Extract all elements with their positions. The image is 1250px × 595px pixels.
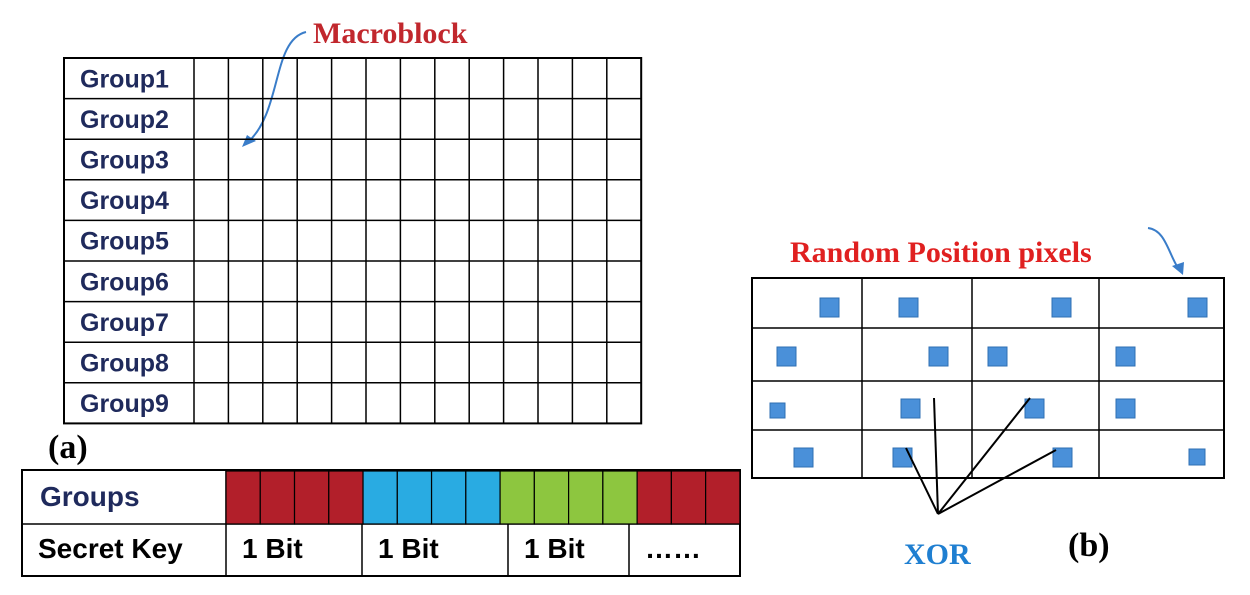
random-pixel: [1051, 297, 1072, 318]
panel-a-caption: (a): [48, 429, 88, 466]
key-cells: 1 Bit 1 Bit 1 Bit ……: [242, 524, 701, 576]
random-pixel: [898, 297, 919, 318]
group-color-cell: [465, 470, 501, 525]
group-color-cell: [362, 470, 398, 525]
group-row-label: Group3: [80, 147, 169, 175]
random-position-arrowhead: [1172, 262, 1184, 275]
random-pixel: [1188, 448, 1206, 466]
random-pixel: [1052, 447, 1073, 468]
group-grid: Group1Group2Group3Group4Group5Group6Grou…: [63, 57, 643, 425]
group-color-cell: [499, 470, 535, 525]
group-color-cells: [225, 470, 741, 525]
xor-line: [937, 449, 1057, 515]
group-row-label: Group4: [80, 187, 169, 215]
key-cell-label: 1 Bit: [524, 533, 585, 564]
panel-b-caption: (b): [1068, 527, 1110, 564]
random-pixel: [1115, 398, 1136, 419]
macroblock-label: Macroblock: [313, 17, 468, 50]
group-row-label: Group2: [80, 106, 169, 134]
random-pixel: [892, 447, 913, 468]
group-color-cell: [293, 470, 330, 525]
group-row-label: Group1: [80, 65, 169, 93]
xor-line: [905, 447, 939, 515]
random-pixel: [769, 402, 786, 419]
xor-lines: [905, 397, 1057, 515]
random-pixel: [900, 398, 921, 419]
xor-line: [933, 397, 939, 515]
key-cell-label: ……: [645, 533, 701, 564]
group-color-cell: [670, 470, 707, 525]
random-pixel: [819, 297, 840, 318]
group-row-label: Group6: [80, 268, 169, 296]
key-cell-label: 1 Bit: [242, 533, 303, 564]
xor-line: [937, 397, 1031, 515]
key-cell-label: 1 Bit: [378, 533, 439, 564]
group-row-label: Group7: [80, 309, 169, 337]
secret-key-row-label: Secret Key: [38, 533, 183, 564]
group-color-cell: [533, 470, 570, 525]
random-position-grid: [751, 277, 1225, 479]
macroblock-arrowhead: [242, 135, 256, 147]
random-pixel: [1115, 346, 1136, 367]
group-row-label: Group9: [80, 390, 169, 418]
random-pixel: [928, 346, 949, 367]
group-row-label: Group5: [80, 228, 169, 256]
groups-secret-key-table: Groups Secret Key 1 Bit 1 Bit 1 Bit ……: [21, 469, 741, 577]
group-color-cell: [567, 470, 604, 525]
group-color-cell: [636, 470, 672, 525]
group-row-label: Group8: [80, 350, 169, 378]
random-grid-outline: [751, 277, 1225, 479]
group-color-cell: [259, 470, 296, 525]
random-pixel: [1024, 398, 1045, 419]
group-color-cell: [430, 470, 467, 525]
group-color-cell: [705, 470, 741, 525]
group-color-cell: [328, 470, 364, 525]
random-pixel: [776, 346, 797, 367]
random-pixel: [1187, 297, 1208, 318]
macroblock-arrow: [247, 31, 307, 143]
random-position-arrow: [1147, 227, 1179, 269]
group-color-cell: [602, 470, 638, 525]
group-color-cell: [225, 470, 261, 525]
random-pixel: [987, 346, 1008, 367]
group-color-cell: [396, 470, 433, 525]
groups-row-label: Groups: [40, 481, 140, 512]
random-pixel: [793, 447, 814, 468]
xor-label: XOR: [904, 538, 971, 571]
random-position-label: Random Position pixels: [790, 236, 1092, 269]
